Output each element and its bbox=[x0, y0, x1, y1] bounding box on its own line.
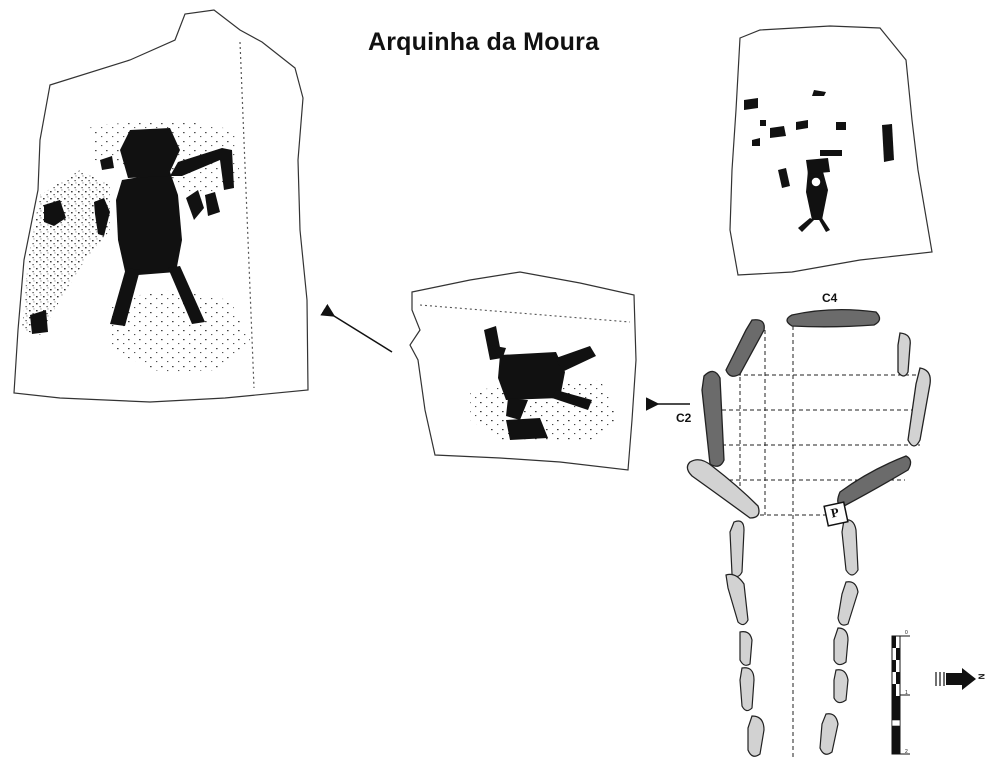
upper-stone-drawing bbox=[729, 25, 933, 276]
scale-mark-1: 1 bbox=[905, 690, 908, 696]
passage-right bbox=[819, 519, 859, 755]
scale-mark-2: 2 bbox=[905, 749, 908, 755]
slab-c7 bbox=[837, 455, 912, 507]
north-label: N bbox=[976, 673, 986, 680]
slab-c4 bbox=[786, 308, 881, 328]
anthropomorph-middle bbox=[484, 326, 596, 440]
middle-stone-drawing bbox=[409, 271, 637, 471]
slab-c2 bbox=[701, 370, 725, 467]
scale-bar bbox=[891, 635, 910, 755]
slab-label-c2: C2 bbox=[676, 411, 692, 425]
scale-mark-0: 0 bbox=[905, 630, 908, 636]
slab-p-box bbox=[823, 501, 849, 527]
plan-grid bbox=[722, 326, 925, 760]
slab-c3 bbox=[725, 319, 765, 377]
monument-plan bbox=[646, 308, 931, 760]
arrow-to-large-drawing bbox=[320, 303, 393, 353]
figure-title: Arquinha da Moura bbox=[368, 28, 600, 56]
north-arrow-icon bbox=[935, 668, 976, 690]
slab-c6 bbox=[907, 367, 931, 447]
slab-c1 bbox=[686, 459, 760, 519]
anthropomorph-upper bbox=[744, 90, 894, 232]
large-stone-drawing bbox=[13, 9, 309, 403]
middle-stone-edge-line bbox=[419, 304, 631, 323]
slab-label-c4: C4 bbox=[822, 291, 838, 305]
slab-c5 bbox=[897, 332, 911, 377]
passage-left bbox=[725, 520, 765, 757]
anthropomorph-large bbox=[30, 128, 234, 334]
